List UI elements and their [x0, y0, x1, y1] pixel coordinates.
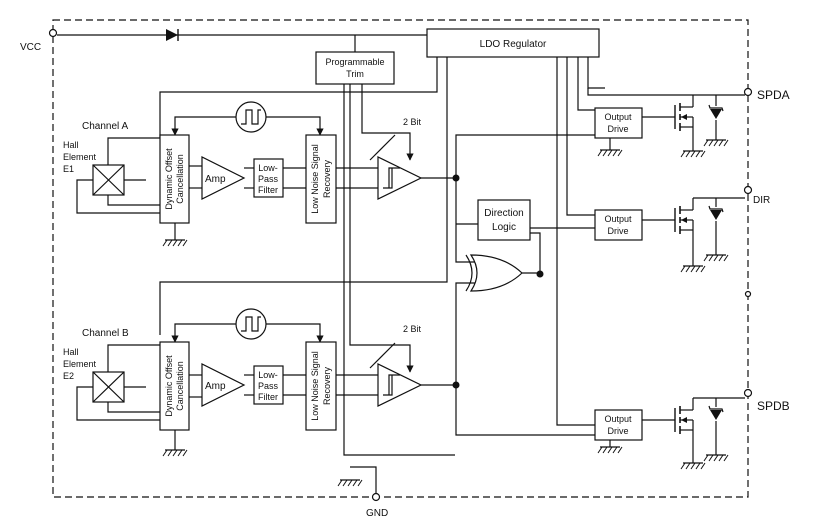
output-drive-spdb-line2: Drive: [607, 426, 628, 436]
channel-a-title: Channel A: [82, 121, 128, 132]
low-pass-filter-b: [253, 365, 284, 405]
dir-label: DIR: [753, 195, 770, 206]
hall-e1-line1: Hall: [63, 140, 79, 150]
lpf-a-line3: Filter: [258, 185, 278, 195]
ldo-regulator-label: LDO Regulator: [480, 39, 547, 50]
ground-icon: [680, 265, 706, 273]
hall-e1-line2: Element: [63, 152, 97, 162]
diode-icon: [166, 29, 179, 41]
doc-a-line2: Cancellation: [175, 154, 185, 204]
clock-a: [235, 101, 267, 133]
hall-e2-line2: Element: [63, 359, 97, 369]
clock-b: [235, 308, 267, 340]
clock-square-wave-icon: [241, 316, 261, 332]
channel-b: Channel B Hall Element E2 Dynamic Offset…: [63, 308, 456, 457]
hall-e1-line3: E1: [63, 164, 74, 174]
vcc-label: VCC: [20, 42, 41, 53]
trim-label-line1: Programmable: [325, 57, 384, 67]
direction-logic-block: [477, 199, 531, 241]
channel-b-title: Channel B: [82, 328, 129, 339]
channel-a: Channel A Hall Element E1 Dynamic Offset…: [63, 101, 456, 247]
doc-b-line1: Dynamic Offset: [164, 355, 174, 417]
hall-e2-line1: Hall: [63, 347, 79, 357]
clock-square-wave-icon: [241, 109, 261, 125]
doc-a-line1: Dynamic Offset: [164, 148, 174, 210]
spdb-label: SPDB: [757, 399, 790, 413]
lpf-a-line1: Low-: [258, 163, 278, 173]
two-bit-a-label: 2 Bit: [403, 117, 422, 127]
ground-icon: [680, 462, 706, 470]
hysteresis-comparator-a: [377, 156, 423, 200]
output-drive-spdb: [594, 409, 643, 441]
output-stage-dir: Output Drive DIR: [594, 185, 770, 273]
zener-diode-icon: [708, 405, 724, 421]
hysteresis-comparator-icon: [383, 374, 400, 396]
trim-label-line2: Trim: [346, 69, 364, 79]
output-drive-spda-line2: Drive: [607, 124, 628, 134]
spda-pin[interactable]: [743, 87, 753, 97]
mosfet-icon: [674, 397, 694, 455]
lnsr-a-line2: Recovery: [322, 159, 332, 198]
gnd-pin[interactable]: [371, 492, 381, 502]
amplifier-a: [201, 156, 246, 200]
mosfet-icon: [674, 94, 694, 152]
chip-boundary: [52, 19, 749, 498]
lnsr-b-line2: Recovery: [322, 366, 332, 405]
amplifier-b: [201, 363, 246, 407]
lpf-b-line2: Pass: [258, 381, 279, 391]
dynamic-offset-cancellation-b: [159, 341, 190, 431]
gnd-label: GND: [366, 508, 388, 519]
low-pass-filter-a: [253, 158, 284, 198]
low-noise-signal-recovery-b: [305, 341, 337, 431]
vcc-pin[interactable]: [48, 28, 58, 38]
hysteresis-comparator-icon: [383, 167, 400, 189]
output-drive-spdb-line1: Output: [604, 414, 632, 424]
boundary-node: [744, 290, 752, 298]
direction-logic-line1: Direction: [484, 208, 523, 219]
zener-diode-icon: [708, 205, 724, 221]
two-bit-b-label: 2 Bit: [403, 324, 422, 334]
xor-gate-icon: [465, 254, 544, 292]
output-drive-spda-line1: Output: [604, 112, 632, 122]
low-noise-signal-recovery-a: [305, 134, 337, 224]
output-drive-dir-line2: Drive: [607, 226, 628, 236]
direction-logic-line2: Logic: [492, 222, 516, 233]
output-drive-dir-line1: Output: [604, 214, 632, 224]
lpf-a-line2: Pass: [258, 174, 279, 184]
doc-b-line2: Cancellation: [175, 361, 185, 411]
ldo-regulator-block: [426, 28, 600, 58]
ground-icon: [162, 239, 188, 247]
lnsr-b-line1: Low Noise Signal: [310, 351, 320, 421]
output-stage-spdb: Output Drive SPDB: [594, 388, 790, 470]
spda-label: SPDA: [757, 88, 790, 102]
output-drive-dir: [594, 209, 643, 241]
amp-a-label: Amp: [205, 174, 226, 185]
output-drive-spda: [594, 107, 643, 139]
amp-b-label: Amp: [205, 381, 226, 392]
hall-e2-line3: E2: [63, 371, 74, 381]
ground-icon: [680, 150, 706, 158]
dir-pin[interactable]: [743, 185, 753, 195]
lnsr-a-line1: Low Noise Signal: [310, 144, 320, 214]
lpf-b-line1: Low-: [258, 370, 278, 380]
ground-icon: [162, 449, 188, 457]
lpf-b-line3: Filter: [258, 392, 278, 402]
output-stage-spda: Output Drive SPDA: [587, 87, 790, 158]
mosfet-icon: [674, 197, 694, 255]
hysteresis-comparator-b: [377, 363, 423, 407]
zener-diode-icon: [708, 104, 724, 120]
spdb-pin[interactable]: [743, 388, 753, 398]
ground-icon: [337, 479, 363, 487]
